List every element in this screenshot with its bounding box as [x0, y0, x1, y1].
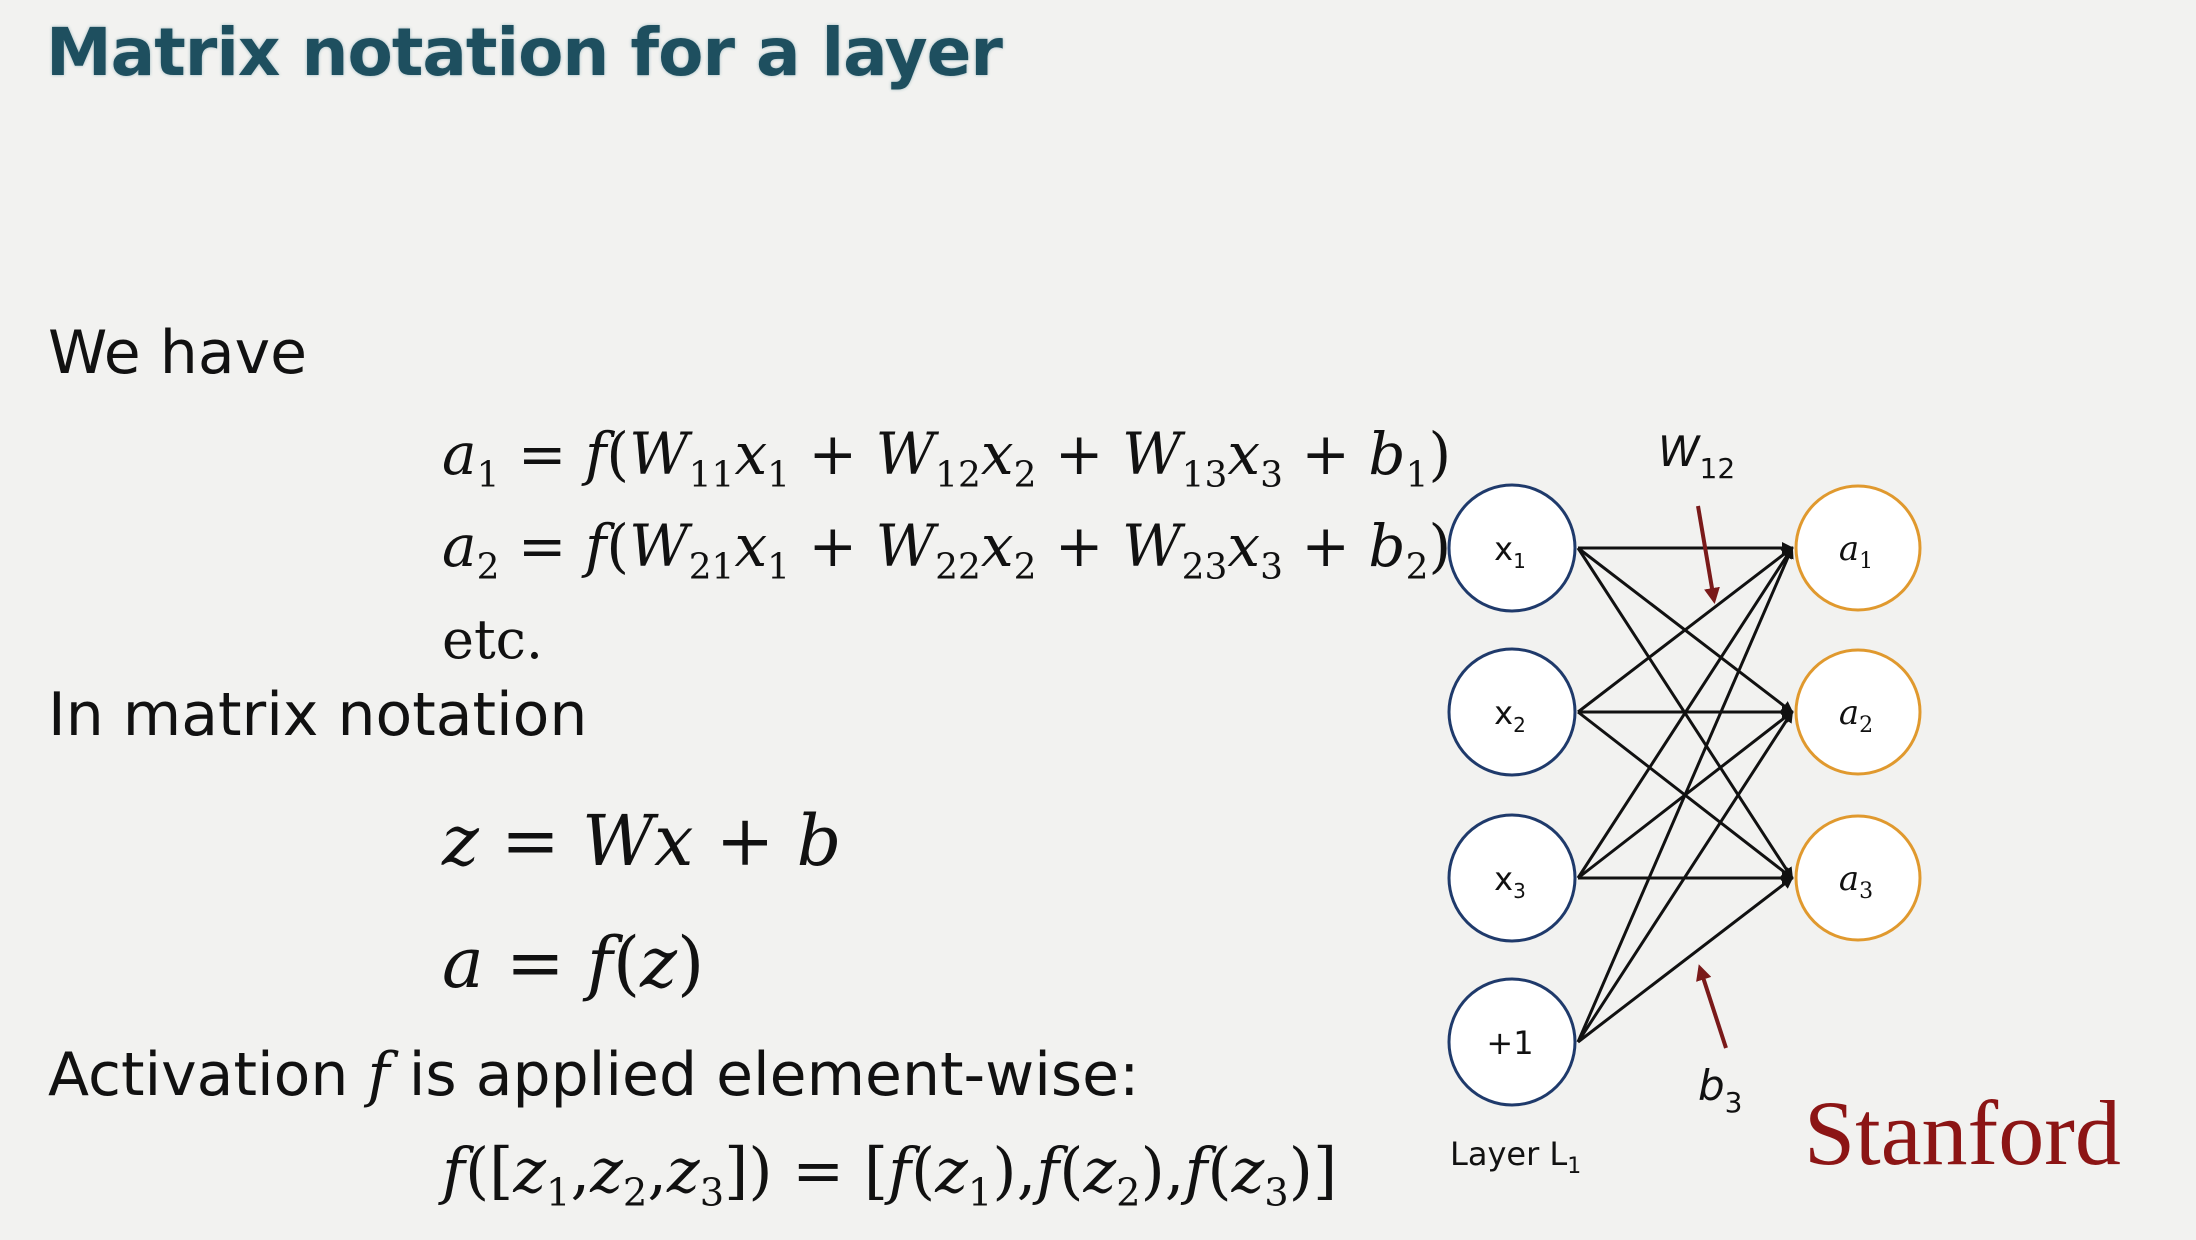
matrix-notation-heading: In matrix notation [48, 680, 588, 750]
we-have-heading: We have [48, 318, 308, 388]
input-node-x2 [1447, 647, 1577, 777]
output-node-a2 [1794, 648, 1922, 776]
activation-f: f [367, 1040, 390, 1110]
weight-label: W12 [1658, 427, 1735, 485]
activation-heading: Activation f is applied element-wise: [48, 1040, 1139, 1110]
etc-text: etc. [442, 608, 544, 671]
input-node-x1 [1447, 483, 1577, 613]
activation-post: is applied element-wise: [389, 1040, 1140, 1110]
equation-a1: a1 = f(W11x1 + W12x2 + W13x3 + b1) [442, 420, 1452, 496]
weight-arrow [1696, 505, 1720, 604]
input-node-x3 [1447, 813, 1577, 943]
bias-label: b3 [1698, 1061, 1743, 1119]
bias-arrow [1696, 964, 1728, 1049]
connection-lines [1576, 542, 1794, 1044]
layer-label: Layer L1 [1450, 1135, 1581, 1179]
input-node-bias [1447, 977, 1577, 1107]
equation-elementwise: f([z1,z2,z3]) = [f(z1),f(z2),f(z3)] [442, 1134, 1338, 1216]
label-x1: x1 [1494, 530, 1526, 573]
output-node-a1 [1794, 484, 1922, 612]
label-a3: a3 [1839, 859, 1873, 904]
activation-pre: Activation [48, 1040, 368, 1110]
output-nodes [1794, 484, 1922, 942]
network-diagram: x1 x2 x3 +1 a1 a2 a3 W12 b3 Layer L1 [1447, 427, 1922, 1179]
label-bias: +1 [1486, 1024, 1533, 1062]
equation-a: a = f(z) [442, 922, 705, 1004]
equation-z: z = Wx + b [442, 800, 842, 882]
output-node-a3 [1794, 814, 1922, 942]
slide-title: Matrix notation for a layer [46, 14, 1003, 91]
stanford-logo: Stanford [1804, 1082, 2121, 1184]
input-nodes [1447, 483, 1577, 1107]
equation-a2: a2 = f(W21x1 + W22x2 + W23x3 + b2) [442, 512, 1452, 588]
